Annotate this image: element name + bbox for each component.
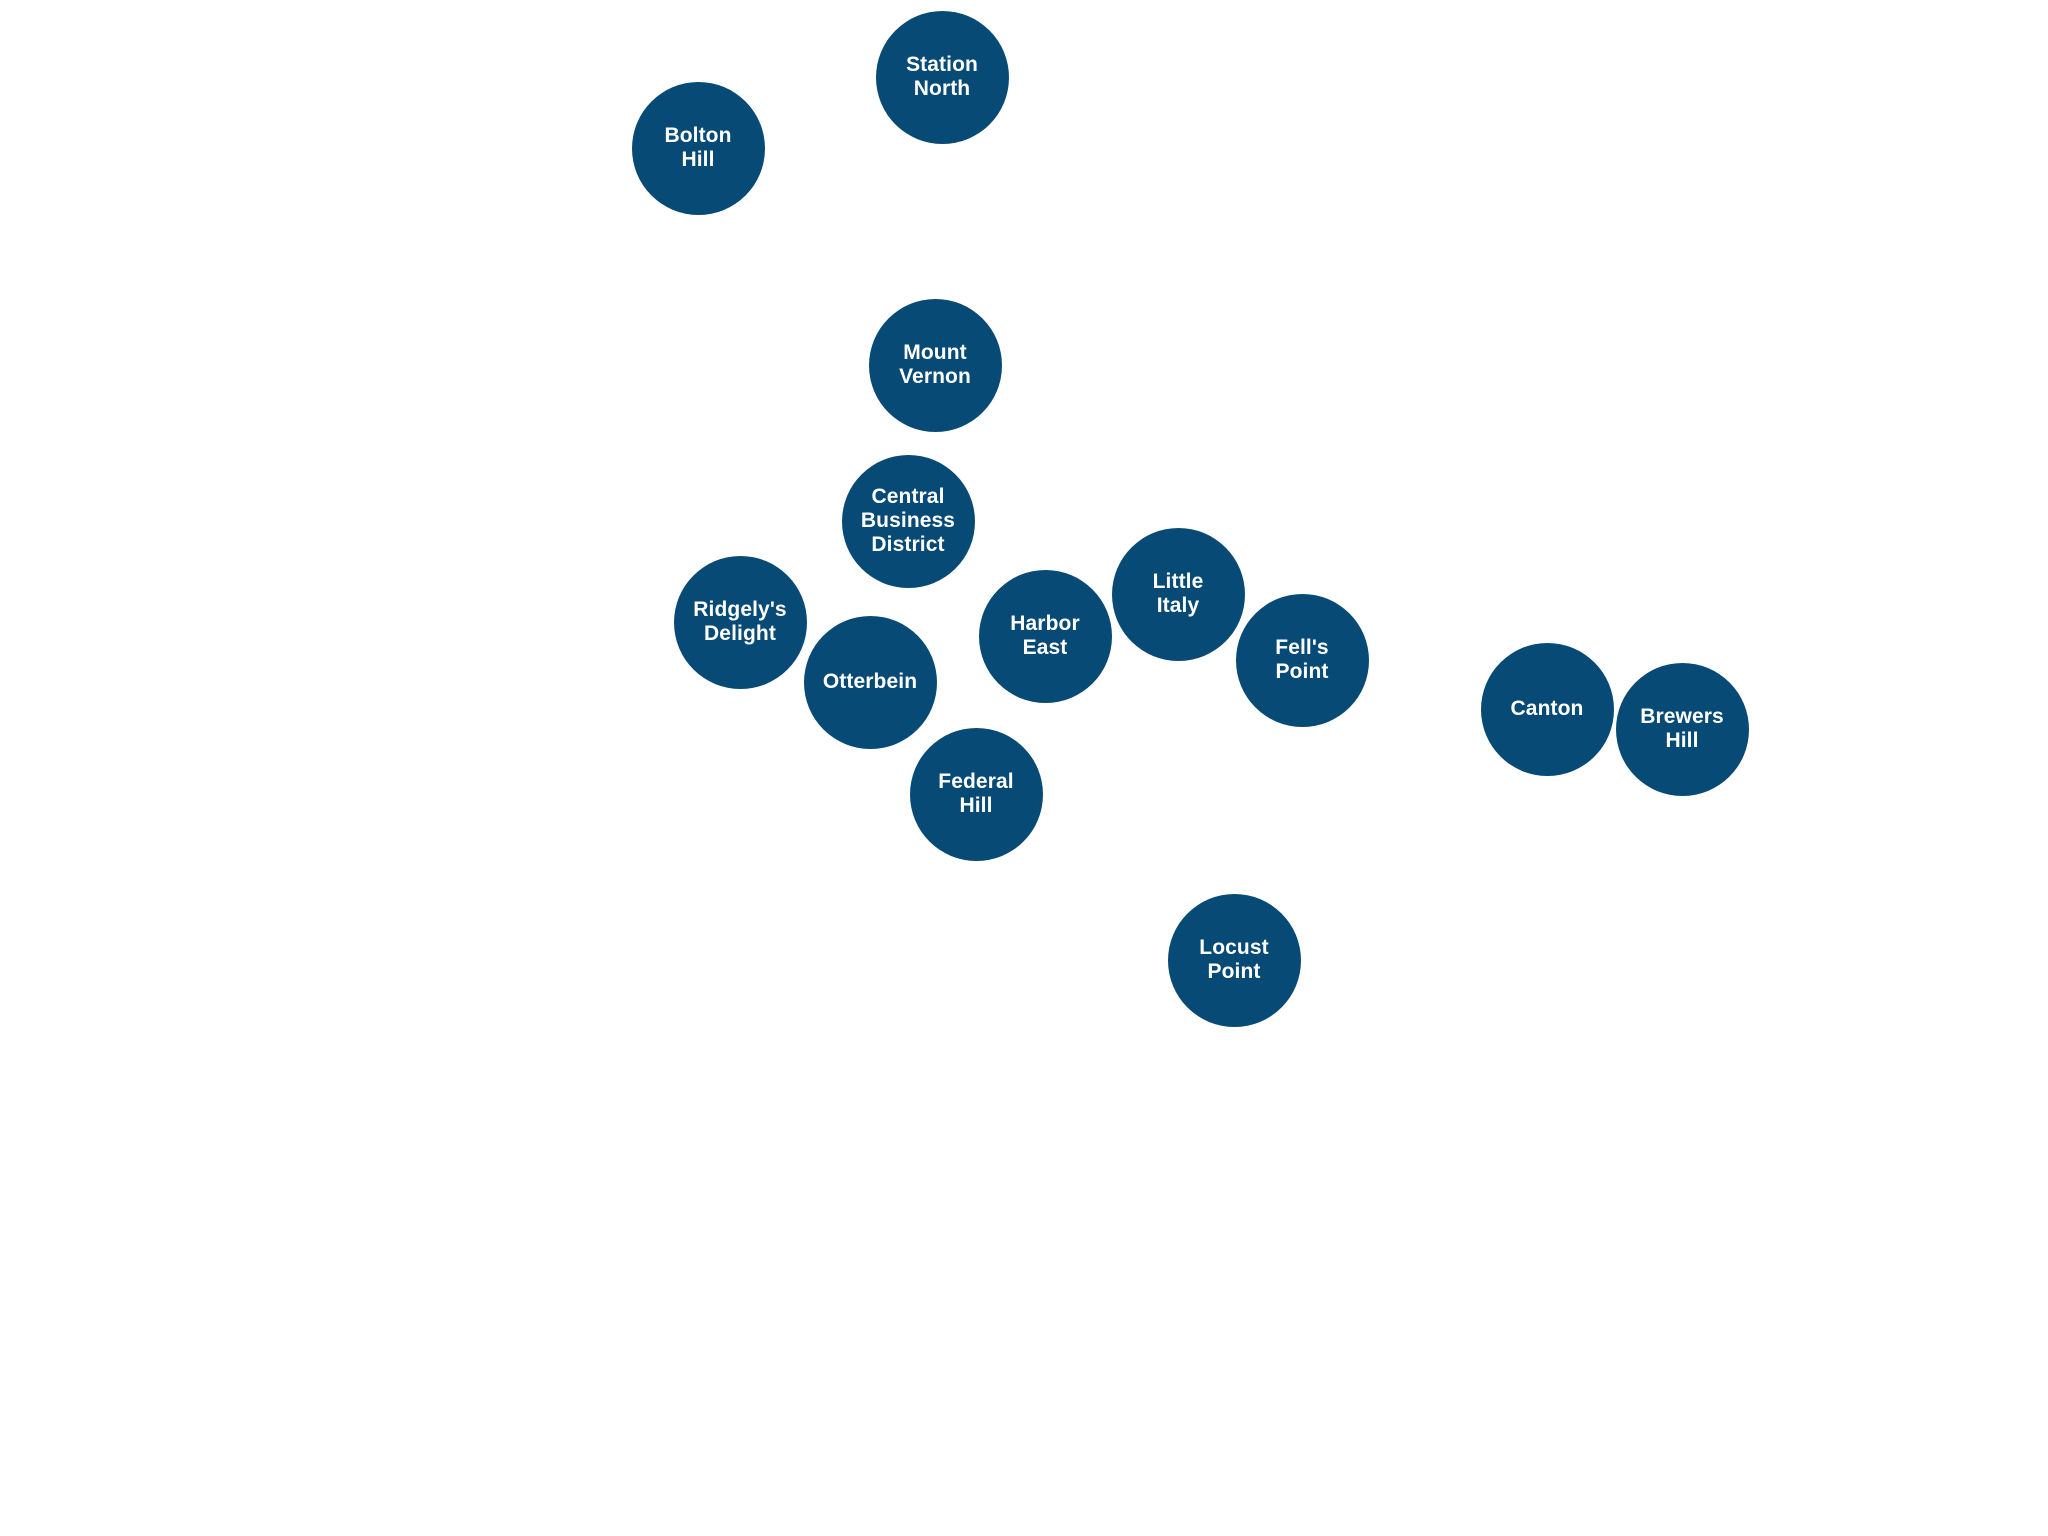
bubble-central-business-district[interactable]: Central Business District <box>841 454 975 588</box>
bubble-label-brewers-hill: Brewers Hill <box>1640 705 1724 752</box>
bubble-brewers-hill[interactable]: Brewers Hill <box>1615 662 1749 796</box>
bubble-little-italy[interactable]: Little Italy <box>1111 527 1245 661</box>
bubble-label-otterbein: Otterbein <box>822 670 918 693</box>
bubble-bolton-hill[interactable]: Bolton Hill <box>631 81 765 215</box>
bubble-ridgelys-delight[interactable]: Ridgely's Delight <box>673 555 807 689</box>
bubble-label-little-italy: Little Italy <box>1152 570 1204 617</box>
bubble-label-central-business-district: Central Business District <box>860 485 956 556</box>
bubble-station-north[interactable]: Station North <box>875 10 1009 144</box>
bubble-label-bolton-hill: Bolton Hill <box>664 124 732 171</box>
bubble-label-federal-hill: Federal Hill <box>938 770 1014 817</box>
bubble-fells-point[interactable]: Fell's Point <box>1235 593 1369 727</box>
bubble-label-ridgelys-delight: Ridgely's Delight <box>693 598 787 645</box>
bubble-label-mount-vernon: Mount Vernon <box>899 341 971 388</box>
bubble-label-station-north: Station North <box>906 53 978 100</box>
bubble-label-fells-point: Fell's Point <box>1275 636 1329 683</box>
bubble-harbor-east[interactable]: Harbor East <box>978 569 1112 703</box>
bubble-label-locust-point: Locust Point <box>1199 936 1269 983</box>
bubble-label-canton: Canton <box>1510 697 1584 720</box>
bubble-locust-point[interactable]: Locust Point <box>1167 893 1301 1027</box>
bubble-otterbein[interactable]: Otterbein <box>803 615 937 749</box>
bubble-mount-vernon[interactable]: Mount Vernon <box>868 298 1002 432</box>
bubble-federal-hill[interactable]: Federal Hill <box>909 727 1043 861</box>
bubble-canton[interactable]: Canton <box>1480 642 1614 776</box>
bubble-label-harbor-east: Harbor East <box>1010 612 1080 659</box>
